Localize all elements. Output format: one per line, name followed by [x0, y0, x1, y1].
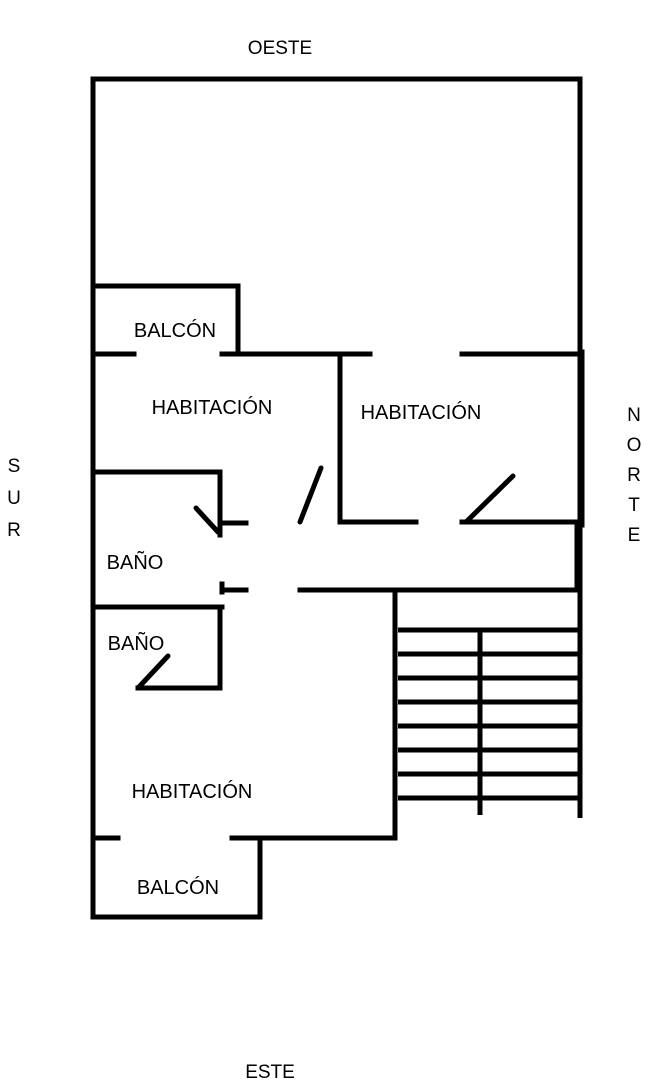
bath-1-walls [90, 469, 583, 595]
bath-2-label: BAÑO [108, 631, 165, 655]
bath-2-walls [90, 604, 225, 691]
compass-label-east: ESTE [245, 1062, 295, 1080]
balcony-top-label: BALCÓN [134, 319, 216, 342]
bedrooms-top-walls [219, 349, 585, 593]
compass-label-west: OESTE [248, 38, 312, 59]
bedroom-left-door [297, 465, 324, 525]
bedroom-bottom-label: HABITACIÓN [132, 780, 253, 803]
balcony-bottom-label: BALCÓN [137, 876, 219, 899]
bedroom-left-label: HABITACIÓN [152, 396, 273, 419]
bedroom-right-label: HABITACIÓN [361, 401, 482, 424]
bath-1-label: BAÑO [107, 550, 164, 574]
bedroom-right-door [463, 473, 516, 525]
balcony-top-walls [90, 283, 241, 357]
balcony-bottom-walls [90, 835, 263, 920]
bath-2-door [135, 653, 171, 691]
staircase [398, 590, 583, 818]
bath-1-door [193, 505, 221, 535]
outer-walls [90, 76, 583, 841]
svg-text:SUR: SUR [7, 456, 21, 541]
